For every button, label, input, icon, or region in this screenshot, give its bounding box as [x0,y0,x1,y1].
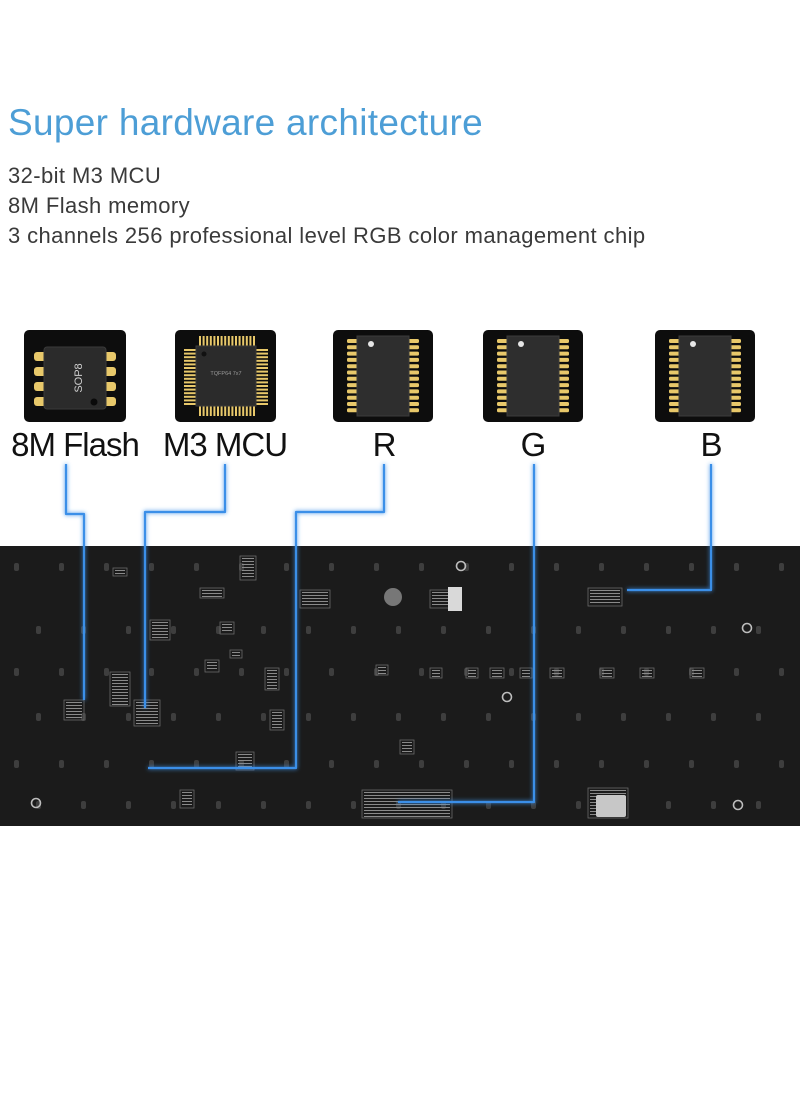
feature-flash: 8M Flash memory [8,193,191,218]
chip-label-g: G [520,426,547,463]
led-driver-chip-icon-b [655,330,755,422]
trace-r [148,464,386,770]
tqfp-package-text: TQFP64 7x7 [210,371,241,377]
trace-b [627,464,713,592]
tqfp-chip-icon: TQFP64 7x7 [175,330,276,422]
chip-label-mcu: M3 MCU [162,426,288,463]
feature-mcu: 32-bit M3 MCU [8,163,162,188]
trace-flash [64,464,86,700]
trace-mcu [143,464,227,708]
chip-label-flash: 8M Flash [11,426,140,463]
pcb-details [14,555,784,819]
led-driver-chip-icon-r [333,330,433,422]
page-title: Super hardware architecture [8,102,483,143]
led-driver-chip-icon-g [483,330,583,422]
sop8-chip-icon: SOP8 [24,330,126,422]
feature-rgb: 3 channels 256 professional level RGB co… [8,223,646,248]
chip-label-r: R [372,426,397,463]
trace-g [398,464,536,804]
chip-label-b: B [700,426,722,463]
sop8-package-text: SOP8 [73,363,85,392]
